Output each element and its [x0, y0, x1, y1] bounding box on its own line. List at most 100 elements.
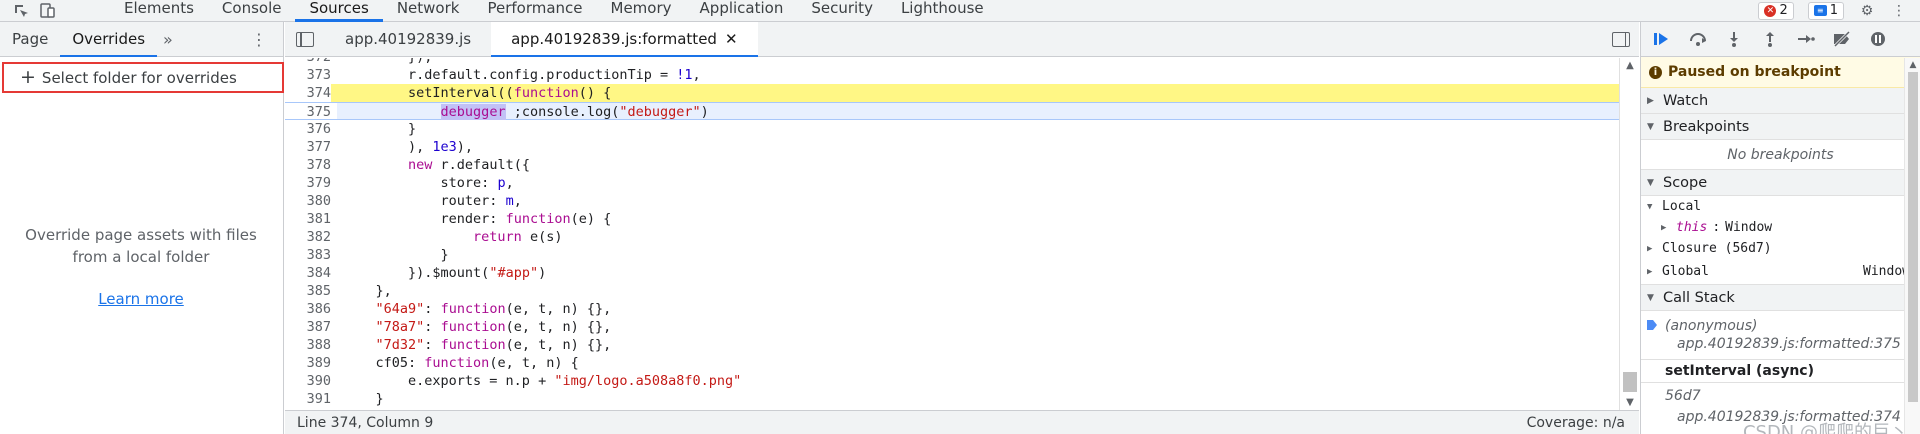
tab-performance[interactable]: Performance [473, 0, 596, 21]
code-line[interactable]: 389 cf05: function(e, t, n) { [285, 354, 1619, 372]
line-number[interactable]: 389 [306, 355, 331, 371]
more-options-icon[interactable]: ⋮ [1892, 2, 1906, 19]
scroll-up-icon[interactable]: ▲ [1626, 60, 1634, 71]
inspect-element-icon[interactable] [12, 3, 30, 19]
close-tab-icon[interactable]: ✕ [724, 30, 738, 48]
call-frame-56d7[interactable]: 56d7 [1641, 383, 1920, 409]
tab-memory[interactable]: Memory [597, 0, 686, 21]
line-number[interactable]: 386 [306, 301, 331, 317]
line-number[interactable]: 388 [306, 337, 331, 353]
coverage-status[interactable]: Coverage: n/a [1526, 414, 1625, 431]
tab-overrides[interactable]: Overrides [60, 22, 157, 57]
scroll-down-icon[interactable]: ▼ [1626, 397, 1634, 408]
code-line[interactable]: 375 debugger ;console.log("debugger") [285, 102, 1619, 120]
tab-network[interactable]: Network [383, 0, 474, 21]
line-number[interactable]: 373 [306, 67, 331, 83]
code-line[interactable]: 382 return e(s) [285, 228, 1619, 246]
device-toolbar-icon[interactable] [38, 2, 56, 19]
code-line[interactable]: 385 }, [285, 282, 1619, 300]
file-tab-app-js-formatted[interactable]: app.40192839.js:formatted ✕ [491, 22, 758, 57]
code-line[interactable]: 384 }).$mount("#app") [285, 264, 1619, 282]
code-line[interactable]: 377 ), 1e3), [285, 138, 1619, 156]
select-folder-button[interactable]: + Select folder for overrides [2, 62, 284, 93]
code-line[interactable]: 380 router: m, [285, 192, 1619, 210]
more-tabs-chevron-icon[interactable]: » [163, 29, 173, 49]
code-line[interactable]: 390 e.exports = n.p + "img/logo.a508a8f0… [285, 372, 1619, 390]
plus-icon: + [20, 66, 36, 88]
step-icon[interactable] [1795, 29, 1817, 49]
tab-application[interactable]: Application [686, 0, 798, 21]
code-line[interactable]: 388 "7d32": function(e, t, n) {}, [285, 336, 1619, 354]
step-over-icon[interactable] [1687, 29, 1709, 49]
empty-message-line2: from a local folder [72, 248, 210, 266]
line-number[interactable]: 381 [306, 211, 331, 227]
call-stack-section-header[interactable]: ▼ Call Stack [1641, 285, 1920, 311]
toggle-debugger-icon[interactable] [1603, 22, 1639, 56]
line-number[interactable]: 390 [306, 373, 331, 389]
line-number[interactable]: 391 [306, 391, 331, 407]
breakpoints-section-header[interactable]: ▼ Breakpoints [1641, 114, 1920, 140]
line-number[interactable]: 377 [306, 139, 331, 155]
scroll-thumb[interactable] [1908, 72, 1918, 402]
tab-label: Console [221, 0, 282, 17]
line-number[interactable]: 375 [306, 104, 331, 120]
tab-page[interactable]: Page [0, 22, 60, 56]
line-number[interactable]: 374 [306, 85, 331, 101]
line-number[interactable]: 379 [306, 175, 331, 191]
tab-lighthouse[interactable]: Lighthouse [887, 0, 998, 21]
navigator-tabs: Page Overrides » ⋮ [0, 22, 283, 57]
error-badge[interactable]: ✕ 2 [1758, 1, 1794, 20]
line-number[interactable]: 385 [306, 283, 331, 299]
navigator-menu-icon[interactable]: ⋮ [251, 29, 267, 49]
tab-overrides-label: Overrides [72, 30, 146, 48]
tab-security[interactable]: Security [797, 0, 887, 21]
tab-console[interactable]: Console [208, 0, 296, 21]
code-line[interactable]: 374 setInterval((function() { [285, 84, 1619, 102]
scope-global[interactable]: ▶ Global Window [1641, 259, 1920, 285]
scope-local[interactable]: ▼ Local [1641, 196, 1920, 217]
deactivate-breakpoints-icon[interactable] [1831, 29, 1853, 49]
scroll-thumb[interactable] [1623, 372, 1637, 392]
code-line[interactable]: 391 } [285, 390, 1619, 408]
code-lines[interactable]: 372 }),373 r.default.config.productionTi… [285, 58, 1619, 410]
learn-more-link[interactable]: Learn more [98, 290, 184, 308]
code-line[interactable]: 386 "64a9": function(e, t, n) {}, [285, 300, 1619, 318]
code-line[interactable]: 378 new r.default({ [285, 156, 1619, 174]
info-icon: i [1649, 65, 1662, 79]
line-number[interactable]: 378 [306, 157, 331, 173]
scope-this[interactable]: ▶ this: Window [1641, 217, 1920, 238]
call-frame-anonymous[interactable]: (anonymous) app.40192839.js:formatted:37… [1641, 317, 1920, 353]
line-number[interactable]: 382 [306, 229, 331, 245]
debugger-scrollbar[interactable]: ▲ [1904, 58, 1920, 434]
code-line[interactable]: 376 } [285, 120, 1619, 138]
code-line[interactable]: 387 "78a7": function(e, t, n) {}, [285, 318, 1619, 336]
resume-icon[interactable] [1651, 29, 1673, 49]
message-badge[interactable]: ≡ 1 [1807, 1, 1844, 20]
code-line[interactable]: 379 store: p, [285, 174, 1619, 192]
code-line[interactable]: 372 }), [285, 58, 1619, 66]
pause-on-exceptions-icon[interactable] [1867, 29, 1889, 49]
code-line[interactable]: 373 r.default.config.productionTip = !1, [285, 66, 1619, 84]
line-number[interactable]: 384 [306, 265, 331, 281]
watch-section-header[interactable]: ▶ Watch [1641, 88, 1920, 114]
step-into-icon[interactable] [1723, 29, 1745, 49]
code-line[interactable]: 381 render: function(e) { [285, 210, 1619, 228]
line-number[interactable]: 387 [306, 319, 331, 335]
line-number[interactable]: 380 [306, 193, 331, 209]
code-line[interactable]: 383 } [285, 246, 1619, 264]
scroll-up-icon[interactable]: ▲ [1909, 60, 1917, 70]
editor-scrollbar[interactable]: ▲ ▼ [1619, 58, 1639, 410]
scope-section-header[interactable]: ▼ Scope [1641, 170, 1920, 196]
toggle-navigator-icon[interactable] [285, 22, 325, 56]
file-tab-app-js[interactable]: app.40192839.js [325, 22, 491, 56]
step-out-icon[interactable] [1759, 29, 1781, 49]
line-number[interactable]: 372 [285, 58, 331, 66]
line-number[interactable]: 383 [306, 247, 331, 263]
settings-gear-icon[interactable]: ⚙ [1860, 2, 1874, 19]
line-number[interactable]: 376 [306, 121, 331, 137]
scope-closure[interactable]: ▶ Closure (56d7) [1641, 238, 1920, 259]
overrides-empty-message: Override page assets with files from a l… [0, 224, 282, 268]
tab-sources[interactable]: Sources [295, 0, 384, 22]
tab-elements[interactable]: Elements [110, 0, 208, 21]
this-key: this [1676, 220, 1708, 235]
